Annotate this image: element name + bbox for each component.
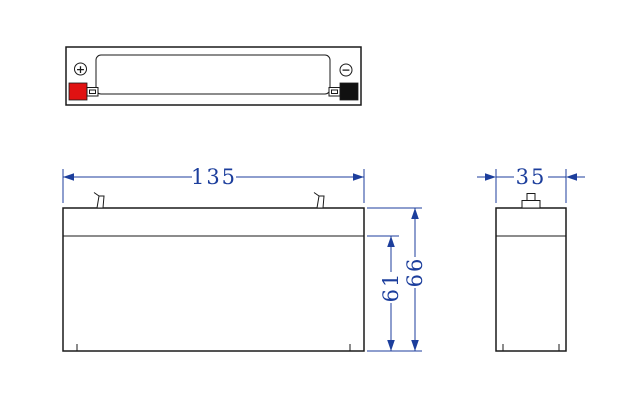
- depth-dimension-value: 35: [516, 165, 547, 189]
- total-height-value: 66: [403, 257, 427, 288]
- negative-polarity-icon: −: [339, 63, 353, 77]
- width-arrow-right: [353, 173, 364, 181]
- front-right-terminal-blade: [313, 192, 325, 209]
- front-left-terminal-blade: [93, 192, 105, 209]
- positive-polarity-icon: +: [74, 62, 87, 76]
- side-terminal-base: [521, 200, 541, 209]
- negative-tab-inner: [331, 89, 338, 94]
- front-right-blade-tip: [313, 192, 320, 197]
- side-view-terminal: [521, 193, 541, 209]
- front-left-blade: [96, 195, 105, 209]
- positive-polarity-circle: [74, 62, 87, 76]
- container-height-arrow-bottom: [387, 340, 395, 351]
- front-left-blade-tip: [93, 192, 100, 197]
- negative-polarity-circle: [339, 63, 353, 77]
- dimension-overall-width: 135: [62, 165, 365, 203]
- positive-terminal-marker: [68, 82, 88, 101]
- total-height-arrow-bottom: [411, 340, 419, 351]
- width-dimension-value: 135: [191, 165, 237, 189]
- side-terminal-post: [526, 193, 536, 201]
- top-view-lid-recess: [95, 54, 331, 95]
- positive-tab-inner: [89, 89, 96, 94]
- positive-polarity-symbol: +: [76, 63, 85, 76]
- dimension-container-height: 61: [367, 235, 403, 351]
- container-height-arrow-top: [387, 236, 395, 247]
- container-height-value: 61: [379, 272, 403, 303]
- total-height-arrow-top: [411, 208, 419, 219]
- negative-terminal-tab: [328, 87, 341, 97]
- front-view: [62, 192, 365, 352]
- dimension-total-height: 66: [367, 207, 427, 352]
- positive-terminal-tab: [86, 87, 99, 97]
- dimension-overall-depth: 35: [477, 165, 585, 203]
- side-view: [495, 193, 567, 352]
- side-view-body: [495, 207, 567, 352]
- negative-terminal-marker: [339, 82, 359, 101]
- front-right-blade: [316, 195, 325, 209]
- front-view-body: [62, 207, 365, 352]
- depth-arrow-right: [566, 173, 577, 181]
- width-arrow-left: [63, 173, 74, 181]
- top-view: + −: [65, 46, 362, 106]
- depth-arrow-left: [485, 173, 496, 181]
- negative-polarity-symbol: −: [341, 64, 350, 77]
